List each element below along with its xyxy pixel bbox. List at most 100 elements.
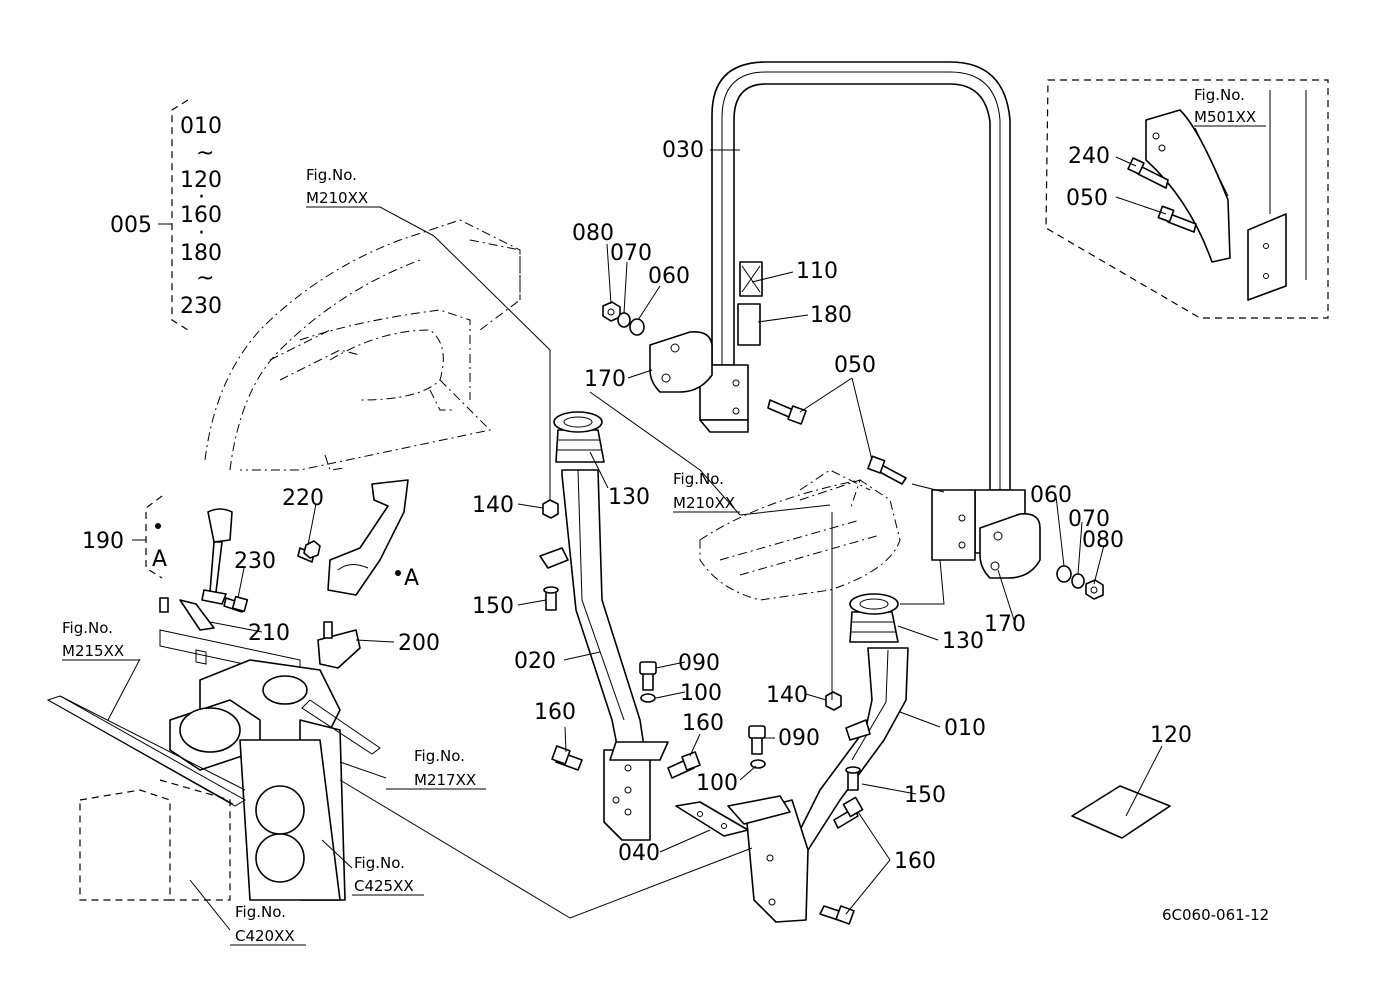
label-050-inset: 050 bbox=[1066, 186, 1108, 211]
label-range-230: 230 bbox=[180, 294, 222, 319]
label-060-right: 060 bbox=[1030, 483, 1072, 508]
label-070-right: 070 bbox=[1068, 507, 1110, 532]
lockwasher-070-right bbox=[1071, 573, 1085, 589]
bolt-160-b bbox=[667, 751, 701, 779]
fig-m217-code: M217XX bbox=[414, 771, 476, 789]
bolt-150-left bbox=[543, 586, 559, 611]
bolt-050-right bbox=[867, 455, 907, 485]
stay-010 bbox=[727, 647, 909, 923]
fig-m501-code: M501XX bbox=[1194, 108, 1256, 126]
point-a-marker-1 bbox=[155, 523, 161, 529]
label-140-right: 140 bbox=[766, 683, 808, 708]
fig-m210-mid-code: M210XX bbox=[673, 494, 735, 512]
bolt-160-a bbox=[551, 745, 583, 771]
label-130-right: 130 bbox=[942, 629, 984, 654]
label-130-left: 130 bbox=[608, 485, 650, 510]
range-bracket bbox=[171, 99, 189, 331]
label-range-tilde-2: ~ bbox=[196, 266, 214, 291]
fig-m215-title: Fig.No. bbox=[62, 619, 113, 637]
fig-m210-mid-title: Fig.No. bbox=[673, 470, 724, 488]
nut-140-left bbox=[542, 499, 559, 519]
leader-lines bbox=[107, 127, 1229, 931]
label-150-right: 150 bbox=[904, 783, 946, 808]
fig-c420-title: Fig.No. bbox=[235, 903, 286, 921]
label-160-b: 160 bbox=[682, 711, 724, 736]
label-a-right: A bbox=[404, 566, 419, 591]
point-a-marker-2 bbox=[395, 570, 401, 576]
boot-130-left bbox=[553, 411, 605, 463]
label-range-010: 010 bbox=[180, 114, 222, 139]
label-040: 040 bbox=[618, 841, 660, 866]
label-230: 230 bbox=[234, 549, 276, 574]
decal-180 bbox=[737, 303, 761, 346]
label-210: 210 bbox=[248, 621, 290, 646]
washer-100-left bbox=[640, 693, 656, 703]
label-190: 190 bbox=[82, 529, 124, 554]
label-170-right: 170 bbox=[984, 612, 1026, 637]
label-050-mid: 050 bbox=[834, 353, 876, 378]
plate-040 bbox=[675, 801, 749, 837]
label-240: 240 bbox=[1068, 144, 1110, 169]
bolt-090-left bbox=[639, 661, 657, 691]
washer-060-left bbox=[629, 318, 645, 336]
bolt-160-d bbox=[819, 905, 855, 925]
label-060-left: 060 bbox=[648, 264, 690, 289]
bolt-150-right bbox=[845, 766, 861, 791]
bolt-160-c bbox=[833, 796, 864, 829]
label-020: 020 bbox=[514, 649, 556, 674]
fig-references: Fig.No. M210XX Fig.No. M210XX Fig.No. M5… bbox=[62, 86, 1269, 946]
fig-c425-code: C425XX bbox=[354, 877, 414, 895]
seatbelt-190 bbox=[201, 508, 233, 605]
bolt-230 bbox=[223, 595, 249, 613]
fig-m215-code: M215XX bbox=[62, 642, 124, 660]
bolt-220 bbox=[297, 540, 321, 563]
label-110: 110 bbox=[796, 259, 838, 284]
label-010: 010 bbox=[944, 716, 986, 741]
fig-m217-title: Fig.No. bbox=[414, 747, 465, 765]
bracket-170-left bbox=[649, 330, 713, 393]
drawing-code: 6C060-061-12 bbox=[1162, 906, 1269, 924]
label-160-c: 160 bbox=[894, 849, 936, 874]
label-100-left: 100 bbox=[680, 681, 722, 706]
label-range-dot-2: · bbox=[198, 221, 205, 246]
label-range-180: 180 bbox=[180, 241, 222, 266]
retractor-a bbox=[327, 479, 409, 596]
manual-120 bbox=[1071, 785, 1171, 839]
label-080-left: 080 bbox=[572, 221, 614, 246]
label-180: 180 bbox=[810, 303, 852, 328]
bracket-200 bbox=[317, 629, 361, 669]
group-bracket-190 bbox=[145, 495, 163, 579]
tractor-body-phantom bbox=[204, 219, 901, 601]
label-160-a: 160 bbox=[534, 700, 576, 725]
washer-060-right bbox=[1056, 565, 1072, 583]
label-range-120: 120 bbox=[180, 168, 222, 193]
fig-m501-title: Fig.No. bbox=[1194, 86, 1245, 104]
label-090-left: 090 bbox=[678, 651, 720, 676]
label-a-left: A bbox=[152, 547, 167, 572]
label-100-right: 100 bbox=[696, 771, 738, 796]
boot-130-right bbox=[849, 593, 899, 643]
bolt-090-right bbox=[748, 725, 766, 755]
label-030: 030 bbox=[662, 138, 704, 163]
washer-100-right bbox=[750, 759, 766, 769]
label-range-tilde-1: ~ bbox=[196, 141, 214, 166]
label-080-right: 080 bbox=[1082, 528, 1124, 553]
label-140-left: 140 bbox=[472, 493, 514, 518]
fig-m210-top-title: Fig.No. bbox=[306, 166, 357, 184]
fig-m210-top-code: M210XX bbox=[306, 189, 368, 207]
label-120: 120 bbox=[1150, 723, 1192, 748]
stay-020 bbox=[539, 469, 669, 841]
label-range-160: 160 bbox=[180, 203, 222, 228]
label-150-left: 150 bbox=[472, 594, 514, 619]
transmission-housing bbox=[46, 629, 381, 901]
label-070-left: 070 bbox=[610, 241, 652, 266]
label-range-dot-1: · bbox=[198, 185, 205, 210]
label-220: 220 bbox=[282, 486, 324, 511]
label-170-left: 170 bbox=[584, 367, 626, 392]
label-200: 200 bbox=[398, 631, 440, 656]
bracket-210 bbox=[179, 599, 215, 631]
rops-frame bbox=[699, 61, 1026, 561]
fig-c425-title: Fig.No. bbox=[354, 854, 405, 872]
nut-140-right bbox=[825, 691, 842, 711]
